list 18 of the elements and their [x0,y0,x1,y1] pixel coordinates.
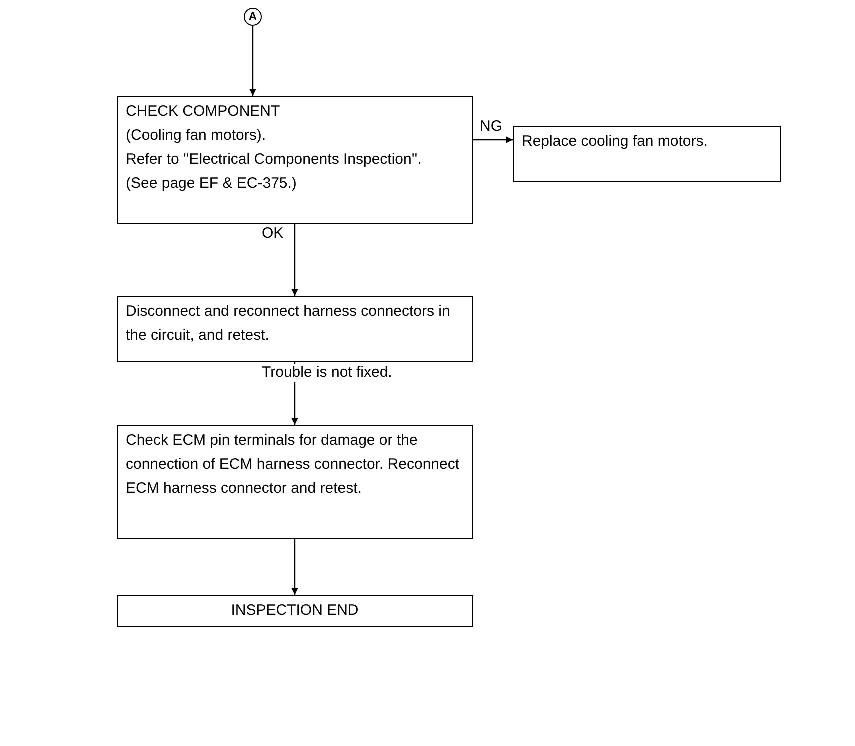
process-box [117,296,473,362]
process-box [117,425,473,539]
process-box [117,595,473,627]
box-text: INSPECTION END [231,601,359,621]
box-text: (Cooling fan motors). [126,126,268,146]
box-text: CHECK COMPONENT [126,102,282,122]
box-text: Check ECM pin terminals for damage or the connection of ECM harness connector. Reconnect ECM harness connector and retest. [126,431,461,499]
arrow [292,224,298,296]
box-text: Disconnect and reconnect harness connectors in the circuit, and retest. [126,302,452,346]
box-text: Refer to ''Electrical Components Inspection''. [126,150,423,170]
process-box [117,96,473,224]
arrow [473,136,513,144]
box-text: Replace cooling fan motors. [522,132,709,152]
connector-letter: A [249,12,257,22]
arrow [292,539,298,595]
box-text: (See page EF & EC-375.) [126,174,298,194]
arrow [250,26,256,96]
process-box [513,126,781,182]
